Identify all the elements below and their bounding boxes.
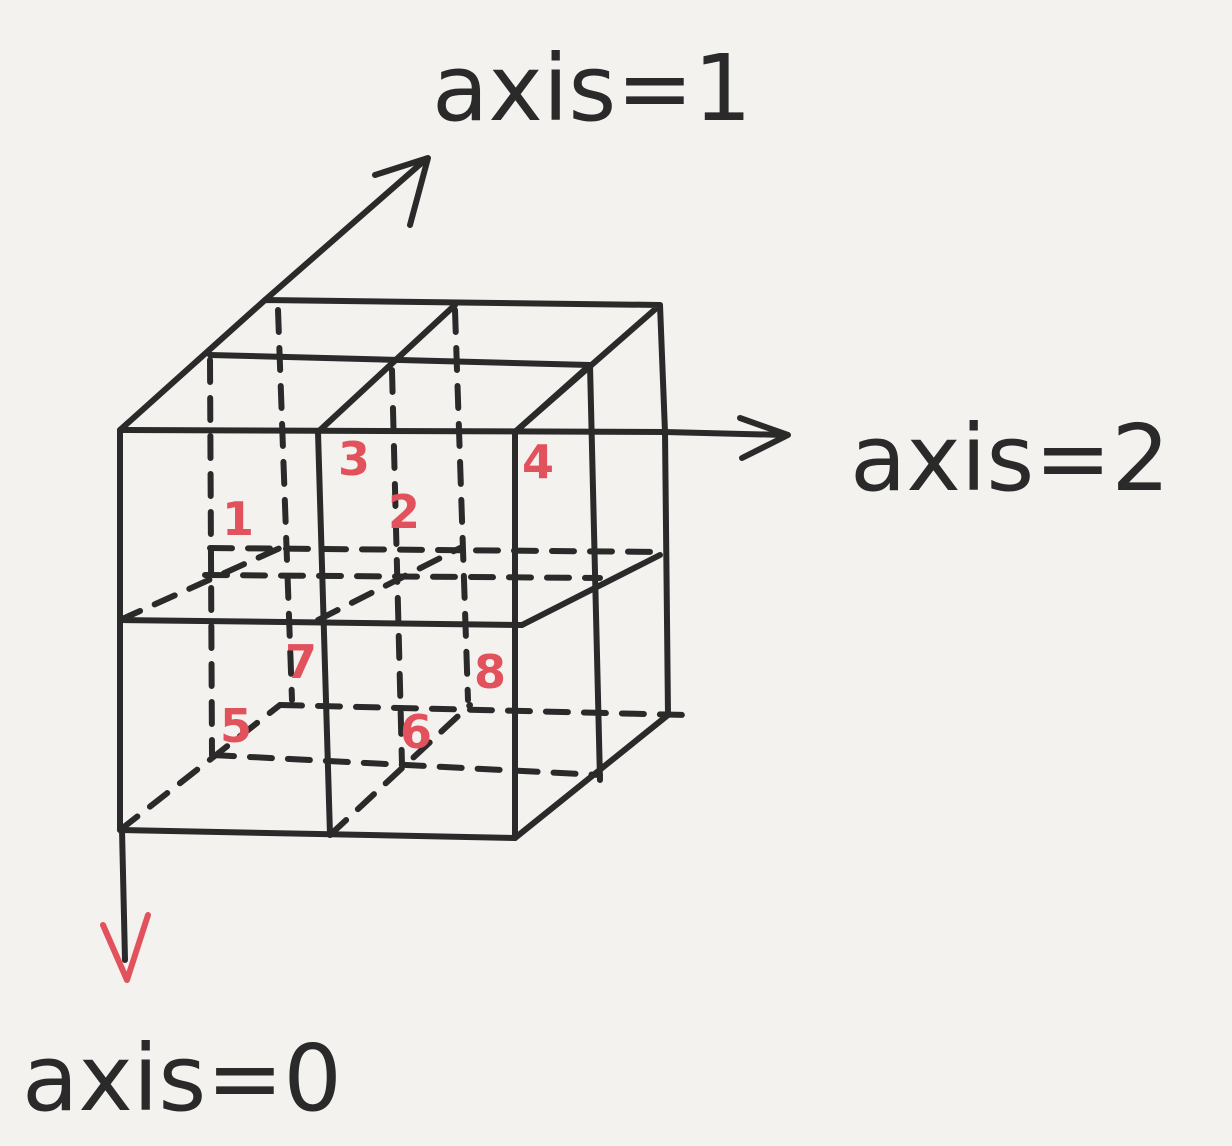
front-face-middle-vertical — [315, 429, 333, 838]
top-face-middle-diagonal — [315, 302, 458, 435]
axis-1-arrowhead — [372, 155, 431, 228]
hidden-diagonal-center-mid — [315, 545, 463, 623]
axis-1-arrow-shaft — [262, 157, 428, 303]
right-face-middle-horizontal — [519, 552, 663, 628]
top-face — [117, 297, 663, 435]
cell-number-4: 4 — [522, 435, 554, 489]
hidden-diagonal-center-bottom — [327, 702, 473, 838]
hidden-vertical-back-left — [275, 307, 295, 703]
cell-number-3: 3 — [338, 432, 370, 486]
axis-0-label: axis=0 — [22, 1025, 342, 1132]
hidden-vertical-back-right — [452, 307, 471, 703]
axis-1-label: axis=1 — [432, 35, 752, 142]
hidden-vertical-left-mid — [207, 357, 215, 758]
axis-2-arrow-shaft — [662, 429, 788, 438]
axis-0-arrowhead — [100, 912, 151, 983]
cell-number-5: 5 — [220, 699, 252, 753]
hidden-diagonal-left-bottom — [117, 702, 283, 833]
right-face — [512, 302, 671, 841]
axis-2-label: axis=2 — [850, 405, 1170, 512]
hidden-vertical-center — [389, 367, 405, 768]
hidden-diagonal-left-mid — [117, 545, 283, 623]
cell-number-7: 7 — [285, 635, 317, 689]
cell-number-2: 2 — [388, 485, 420, 539]
cell-number-1: 1 — [222, 492, 254, 546]
hidden-horizontal-bottom-back — [277, 702, 688, 718]
right-face-middle-vertical — [512, 362, 603, 783]
hidden-horizontal-bottom-mid — [209, 752, 603, 778]
cell-number-6: 6 — [400, 705, 432, 759]
axis-0-arrow-shaft — [119, 827, 128, 963]
axis-2-arrowhead — [737, 415, 791, 461]
hidden-horizontal-back-mid — [207, 545, 668, 555]
axis-arrows — [100, 155, 791, 983]
hidden-edges — [117, 307, 688, 838]
cell-number-8: 8 — [474, 645, 506, 699]
